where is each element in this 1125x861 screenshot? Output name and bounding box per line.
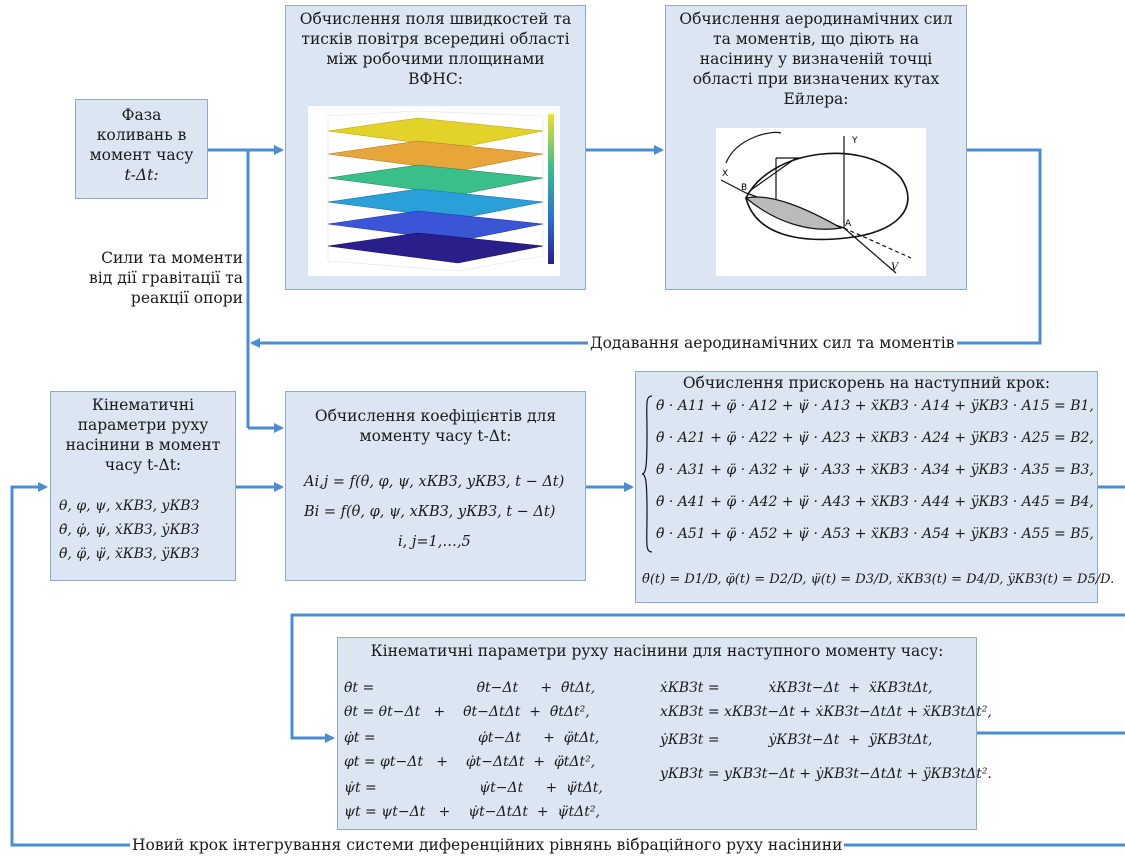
phase-line-3: момент часу [89,146,194,164]
phase-line-1: Фаза [121,106,162,124]
aero-line-4: області при визначених кутах [692,70,940,88]
add-aero-label: Додавання аеродинамічних сил та моментів [588,333,957,353]
system-brace [641,395,653,553]
kin-line-2: параметри руху [77,416,209,434]
coef-formula-b: Bi = f(θ, φ, ψ, xКВЗ, yКВЗ, t − Δt) [304,504,556,520]
gravity-line-1: Сили та моменти [101,249,243,267]
coef-range: i, j=1,…,5 [398,534,471,550]
acceleration-box: Обчислення прискорень на наступний крок:… [635,371,1114,603]
coef-line-2: моменту часу t-Δt: [359,427,512,445]
new-step-label: Новий крок інтегрування системи диференц… [130,835,845,855]
next-left-1: θ̇t = θ̇t−Δt + θ̈tΔt, [344,680,596,696]
coef-line-1: Обчислення коефіцієнтів для [314,407,557,425]
accel-eq-4: θ̈ · A41 + φ̈ · A42 + ψ̈ · A43 + ẍКВЗ · … [656,494,1094,510]
arrow-into-next-box [290,613,1125,743]
velocity-layers-plot [308,106,560,276]
fig-label-v: V [891,262,900,273]
phase-line-4: t-Δt: [124,166,159,184]
velocity-line-2: тисків повітря всередині області [301,30,570,48]
next-right-3: ẏКВЗt = ẏКВЗt−Δt + ÿКВЗtΔt, [660,732,933,748]
aero-line-3: насінину у визначеній точці [699,50,933,68]
next-left-6: ψt = ψt−Δt + ψ̇t−ΔtΔt + ψ̈tΔt², [344,804,600,820]
euler-angles-figure: Y X B A V [716,128,926,276]
kin-line-1: Кінематичні [91,396,195,414]
next-left-2: θt = θt−Δt + θ̇t−ΔtΔt + θ̈tΔt², [344,704,590,720]
next-right-2: xКВЗt = xКВЗt−Δt + ẋКВЗt−ΔtΔt + ẍКВЗtΔt²… [660,704,992,720]
fig-label-b: B [741,183,747,193]
aero-forces-box: Обчислення аеродинамічних сил та моменті… [665,5,967,290]
kin-line-4: часу t-Δt: [104,456,182,474]
aero-line-2: та моментів, що діють на [713,30,919,48]
phase-box: Фаза коливань в момент часу t-Δt: [75,99,208,199]
accel-eq-5: θ̈ · A51 + φ̈ · A52 + ψ̈ · A53 + ẍКВЗ · … [656,526,1094,542]
gravity-label: Сили та моменти від дії гравітації та ре… [80,248,243,308]
aero-line-1: Обчислення аеродинамічних сил [679,10,953,28]
accel-eq-1: θ̈ · A11 + φ̈ · A12 + ψ̈ · A13 + ẍКВЗ · … [656,398,1094,414]
velocity-line-1: Обчислення поля швидкостей та [299,10,572,28]
accel-title: Обчислення прискорень на наступний крок: [682,374,1051,392]
kin-line-3: насінини в момент [65,436,221,454]
kin-params-pos: θ, φ, ψ, xКВЗ, yКВЗ [59,498,200,514]
fig-label-y: Y [851,136,858,146]
kin-params-acc: θ̈, φ̈, ψ̈, ẍКВЗ, ÿКВЗ [59,546,200,562]
kin-params-vel: θ̇, φ̇, ψ̇, ẋКВЗ, ẏКВЗ [59,522,200,538]
gravity-line-3: реакції опори [130,289,243,307]
next-right-4: yКВЗt = yКВЗt−Δt + ẏКВЗt−ΔtΔt + ÿКВЗtΔt²… [660,766,992,782]
accel-solution: θ̈(t) = D1/D, φ̈(t) = D2/D, ψ̈(t) = D3/D… [642,572,1115,587]
velocity-line-4: ВФНС: [408,70,463,88]
next-right-1: ẋКВЗt = ẋКВЗt−Δt + ẍКВЗtΔt, [660,680,933,696]
accel-eq-2: θ̈ · A21 + φ̈ · A22 + ψ̈ · A23 + ẍКВЗ · … [656,430,1094,446]
coef-formula-a: Ai,j = f(θ, φ, ψ, xКВЗ, yКВЗ, t − Δt) [304,474,565,490]
accel-eq-3: θ̈ · A31 + φ̈ · A32 + ψ̈ · A33 + ẍКВЗ · … [656,462,1094,478]
next-left-4: φt = φt−Δt + φ̇t−ΔtΔt + φ̈tΔt², [344,754,596,770]
kinematic-params-box: Кінематичні параметри руху насінини в мо… [50,391,236,581]
aero-line-5: Ейлера: [783,90,849,108]
velocity-line-3: між робочими площинами [326,50,545,68]
fig-label-x: X [722,169,728,179]
next-title: Кінематичні параметри руху насінини для … [370,642,944,660]
next-left-3: φ̇t = φ̇t−Δt + φ̈tΔt, [344,730,600,746]
next-step-box: Кінематичні параметри руху насінини для … [337,637,992,830]
velocity-field-box: Обчислення поля швидкостей та тисків пов… [285,5,586,290]
gravity-line-2: від дії гравітації та [89,269,243,287]
fig-label-a: A [845,219,852,229]
coefficients-box: Обчислення коефіцієнтів для моменту часу… [285,391,586,581]
next-left-5: ψ̇t = ψ̇t−Δt + ψ̈tΔt, [344,780,603,796]
phase-line-2: коливань в [96,126,187,144]
